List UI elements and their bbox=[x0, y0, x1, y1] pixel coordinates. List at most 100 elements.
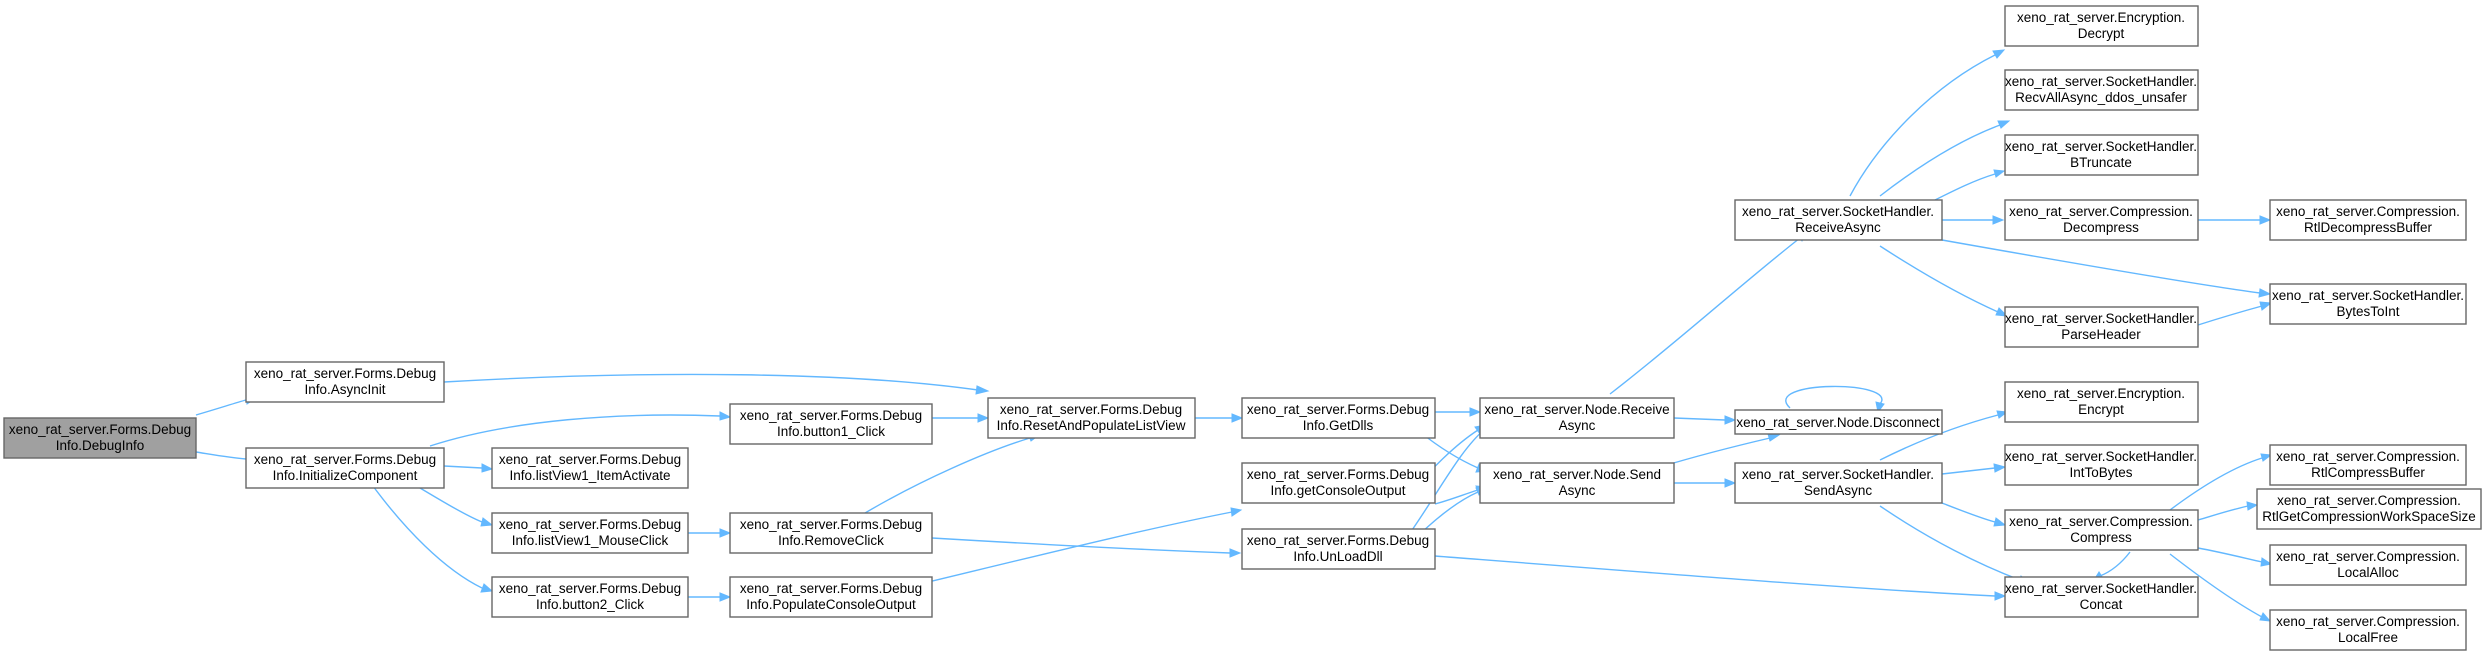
node-rtlcompress-line1: xeno_rat_server.Compression. bbox=[2276, 449, 2460, 464]
node-btruncate[interactable]: xeno_rat_server.SocketHandler.BTruncate bbox=[2004, 134, 2199, 176]
node-rtldecompress-line1: xeno_rat_server.Compression. bbox=[2276, 204, 2460, 219]
node-encrypt-line2: Encrypt bbox=[2078, 402, 2124, 417]
node-button2-line1: xeno_rat_server.Forms.Debug bbox=[499, 581, 681, 596]
node-localalloc-line1: xeno_rat_server.Compression. bbox=[2276, 549, 2460, 564]
node-encrypt-line1: xeno_rat_server.Encryption. bbox=[2017, 386, 2185, 401]
node-decrypt[interactable]: xeno_rat_server.Encryption.Decrypt bbox=[2004, 5, 2199, 47]
node-decompress-line2: Decompress bbox=[2063, 220, 2139, 235]
node-parseheader-line1: xeno_rat_server.SocketHandler. bbox=[2005, 311, 2197, 326]
node-shreceive[interactable]: xeno_rat_server.SocketHandler.ReceiveAsy… bbox=[1734, 199, 1943, 241]
edge-compress-rtlworkspace bbox=[2197, 501, 2259, 521]
node-asyncinit[interactable]: xeno_rat_server.Forms.DebugInfo.AsyncIni… bbox=[245, 361, 445, 403]
node-concat[interactable]: xeno_rat_server.SocketHandler.Concat bbox=[2004, 576, 2199, 618]
node-nodesend-line2: Async bbox=[1559, 483, 1596, 498]
edge-resetlist-getdlls bbox=[1195, 413, 1244, 423]
node-localalloc-line2: LocalAlloc bbox=[2337, 565, 2399, 580]
node-bytestoint[interactable]: xeno_rat_server.SocketHandler.BytesToInt bbox=[2269, 283, 2467, 325]
node-removeclick-line1: xeno_rat_server.Forms.Debug bbox=[740, 517, 922, 532]
edge-compress-concat bbox=[2093, 551, 2131, 581]
node-parseheader[interactable]: xeno_rat_server.SocketHandler.ParseHeade… bbox=[2004, 306, 2199, 348]
node-rtldecompress[interactable]: xeno_rat_server.Compression.RtlDecompres… bbox=[2269, 199, 2467, 241]
nodes: xeno_rat_server.Forms.DebugInfo.DebugInf… bbox=[3, 5, 2482, 651]
node-unloaddll-line1: xeno_rat_server.Forms.Debug bbox=[1247, 533, 1429, 548]
node-inttobytes-line1: xeno_rat_server.SocketHandler. bbox=[2005, 449, 2197, 464]
edge-nodereceive-disconnect bbox=[1673, 415, 1737, 425]
node-shsend-line1: xeno_rat_server.SocketHandler. bbox=[1742, 467, 1934, 482]
edge-initcomp-button1 bbox=[429, 411, 732, 447]
node-btruncate-line2: BTruncate bbox=[2070, 155, 2132, 170]
node-unloaddll-line2: Info.UnLoadDll bbox=[1293, 549, 1382, 564]
edge-shreceive-recvall bbox=[1879, 120, 2011, 197]
node-nodesend[interactable]: xeno_rat_server.Node.SendAsync bbox=[1479, 462, 1675, 504]
node-getdlls[interactable]: xeno_rat_server.Forms.DebugInfo.GetDlls bbox=[1241, 397, 1436, 439]
node-mouseclick-line2: Info.listView1_MouseClick bbox=[512, 533, 669, 548]
node-itemactivate-line1: xeno_rat_server.Forms.Debug bbox=[499, 452, 681, 467]
node-nodereceive-line2: Async bbox=[1559, 418, 1596, 433]
edge-asyncinit-resetlist bbox=[443, 373, 990, 395]
node-unloaddll[interactable]: xeno_rat_server.Forms.DebugInfo.UnLoadDl… bbox=[1241, 528, 1436, 570]
node-mouseclick-line1: xeno_rat_server.Forms.Debug bbox=[499, 517, 681, 532]
node-removeclick[interactable]: xeno_rat_server.Forms.DebugInfo.RemoveCl… bbox=[729, 512, 933, 554]
node-localfree[interactable]: xeno_rat_server.Compression.LocalFree bbox=[2269, 609, 2467, 651]
node-popconsole[interactable]: xeno_rat_server.Forms.DebugInfo.Populate… bbox=[729, 576, 933, 618]
node-localalloc[interactable]: xeno_rat_server.Compression.LocalAlloc bbox=[2269, 544, 2467, 586]
edge-initcomp-button2 bbox=[369, 481, 494, 593]
edge-disconnect-self bbox=[1785, 385, 1885, 414]
node-debuginfo-line1: xeno_rat_server.Forms.Debug bbox=[9, 422, 191, 437]
edge-shreceive-bytestoint bbox=[1941, 239, 2272, 298]
node-concat-line2: Concat bbox=[2080, 597, 2123, 612]
edge-unloaddll-concat bbox=[1434, 555, 2007, 601]
node-nodereceive[interactable]: xeno_rat_server.Node.ReceiveAsync bbox=[1479, 397, 1675, 439]
node-getconsole[interactable]: xeno_rat_server.Forms.DebugInfo.getConso… bbox=[1241, 462, 1436, 504]
edge-shreceive-btruncate bbox=[1934, 169, 2006, 201]
edge-parseheader-bytestoint bbox=[2197, 301, 2273, 326]
node-button2[interactable]: xeno_rat_server.Forms.DebugInfo.button2_… bbox=[491, 576, 689, 618]
edge-nodesend-shsend bbox=[1674, 478, 1737, 488]
node-localfree-line2: LocalFree bbox=[2338, 630, 2398, 645]
node-shreceive-line1: xeno_rat_server.SocketHandler. bbox=[1742, 204, 1934, 219]
node-debuginfo[interactable]: xeno_rat_server.Forms.DebugInfo.DebugInf… bbox=[3, 417, 197, 459]
node-button1-line2: Info.button1_Click bbox=[777, 424, 885, 439]
node-itemactivate[interactable]: xeno_rat_server.Forms.DebugInfo.listView… bbox=[491, 447, 689, 489]
node-button1[interactable]: xeno_rat_server.Forms.DebugInfo.button1_… bbox=[729, 403, 933, 445]
edge-initcomp-itemactivate bbox=[443, 463, 494, 473]
node-compress[interactable]: xeno_rat_server.Compression.Compress bbox=[2004, 509, 2199, 551]
node-disconnect[interactable]: xeno_rat_server.Node.Disconnect bbox=[1734, 409, 1943, 435]
node-inttobytes-line2: IntToBytes bbox=[2069, 465, 2132, 480]
node-inttobytes[interactable]: xeno_rat_server.SocketHandler.IntToBytes bbox=[2004, 444, 2199, 486]
node-getconsole-line1: xeno_rat_server.Forms.Debug bbox=[1247, 467, 1429, 482]
node-decrypt-line1: xeno_rat_server.Encryption. bbox=[2017, 10, 2185, 25]
node-concat-line1: xeno_rat_server.SocketHandler. bbox=[2005, 581, 2197, 596]
node-encrypt[interactable]: xeno_rat_server.Encryption.Encrypt bbox=[2004, 381, 2199, 423]
node-shsend[interactable]: xeno_rat_server.SocketHandler.SendAsync bbox=[1734, 462, 1943, 504]
edge-nodereceive-shreceive bbox=[1609, 231, 1808, 395]
node-decompress[interactable]: xeno_rat_server.Compression.Decompress bbox=[2004, 199, 2199, 241]
node-rtlworkspace-line1: xeno_rat_server.Compression. bbox=[2277, 493, 2461, 508]
node-disconnect-line1: xeno_rat_server.Node.Disconnect bbox=[1736, 415, 1940, 430]
edge-compress-localalloc bbox=[2197, 547, 2273, 567]
node-bytestoint-line1: xeno_rat_server.SocketHandler. bbox=[2272, 288, 2464, 303]
node-popconsole-line2: Info.PopulateConsoleOutput bbox=[746, 597, 916, 612]
edge-compress-localfree bbox=[2169, 553, 2272, 622]
node-initcomp[interactable]: xeno_rat_server.Forms.DebugInfo.Initiali… bbox=[245, 447, 445, 489]
node-itemactivate-line2: Info.listView1_ItemActivate bbox=[509, 468, 670, 483]
edge-nodesend-disconnect bbox=[1659, 433, 1781, 468]
edge-removeclick-unloaddll bbox=[931, 537, 1242, 558]
edge-shreceive-parseheader bbox=[1879, 245, 2009, 317]
node-nodesend-line1: xeno_rat_server.Node.Send bbox=[1493, 467, 1661, 482]
edge-popconsole-getconsole bbox=[919, 507, 1243, 585]
node-rtlworkspace-line2: RtlGetCompressionWorkSpaceSize bbox=[2262, 509, 2476, 524]
node-localfree-line1: xeno_rat_server.Compression. bbox=[2276, 614, 2460, 629]
node-debuginfo-line2: Info.DebugInfo bbox=[56, 438, 145, 453]
node-recvall[interactable]: xeno_rat_server.SocketHandler.RecvAllAsy… bbox=[2004, 69, 2199, 111]
node-rtlcompress[interactable]: xeno_rat_server.Compression.RtlCompressB… bbox=[2269, 444, 2467, 486]
node-recvall-line1: xeno_rat_server.SocketHandler. bbox=[2005, 74, 2197, 89]
edge-shsend-inttobytes bbox=[1941, 463, 2007, 475]
node-resetlist[interactable]: xeno_rat_server.Forms.DebugInfo.ResetAnd… bbox=[987, 397, 1196, 439]
node-button1-line1: xeno_rat_server.Forms.Debug bbox=[740, 408, 922, 423]
node-mouseclick[interactable]: xeno_rat_server.Forms.DebugInfo.listView… bbox=[491, 512, 689, 554]
node-compress-line2: Compress bbox=[2070, 530, 2132, 545]
node-initcomp-line1: xeno_rat_server.Forms.Debug bbox=[254, 452, 436, 467]
node-rtlworkspace[interactable]: xeno_rat_server.Compression.RtlGetCompre… bbox=[2256, 488, 2482, 530]
